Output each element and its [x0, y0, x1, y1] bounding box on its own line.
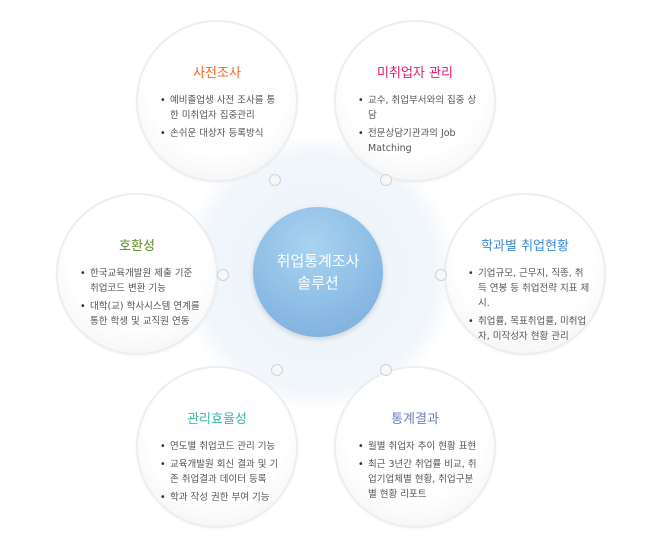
petal-unemployed-management: 미취업자 관리 교수, 취업부서와의 집중 상담전문상담기관과의 Job Mat…: [336, 22, 494, 180]
petal-department-employment: 학과별 취업현황 기업규모, 근무지, 직종, 취득 연봉 등 취업전략 지표 …: [446, 195, 604, 353]
petal-pre-survey: 사전조사 예비졸업생 사전 조사를 통한 미취업자 집중관리손쉬운 대상자 등록…: [138, 22, 296, 180]
list-item: 손쉬운 대상자 등록방식: [160, 126, 282, 141]
petal-statistics-results: 통계결과 월별 취업자 추이 현황 표현최근 3년간 취업률 비교, 취업기업체…: [336, 368, 494, 526]
list-item: 학과 작성 권한 부여 기능: [160, 490, 282, 505]
center-title-line2: 솔루션: [297, 274, 339, 292]
center-circle: 취업통계조사 솔루션: [253, 207, 383, 337]
list-item: 월별 취업자 추이 현황 표현: [358, 439, 480, 454]
petal-title: 통계결과: [391, 412, 439, 427]
connector-dot: [271, 364, 283, 376]
petal-title: 호환성: [119, 239, 155, 254]
connector-dot: [217, 269, 229, 281]
list-item: 한국교육개발원 제출 기준 취업코드 변환 기능: [80, 266, 202, 296]
petal-management-efficiency: 관리효율성 연도별 취업코드 관리 기능교육개발원 회신 결과 및 기존 취업결…: [138, 368, 296, 526]
list-item: 기업규모, 근무지, 직종, 취득 연봉 등 취업전략 지표 제시.: [468, 266, 590, 311]
list-item: 취업률, 목표취업률, 미취업자, 미작성자 현황 관리: [468, 314, 590, 344]
center-title-line1: 취업통계조사: [276, 252, 360, 270]
list-item: 교수, 취업부서와의 집중 상담: [358, 93, 480, 123]
list-item: 전문상담기관과의 Job Matching: [358, 126, 480, 156]
petal-title: 사전조사: [193, 66, 241, 81]
connector-dot: [269, 174, 281, 186]
petal-title: 학과별 취업현황: [481, 239, 569, 254]
list-item: 교육개발원 회신 결과 및 기존 취업결과 데이터 등록: [160, 457, 282, 487]
petal-compatibility: 호환성 한국교육개발원 제출 기준 취업코드 변환 기능대학(교) 학사시스템 …: [58, 195, 216, 353]
connector-dot: [380, 174, 392, 186]
petal-title: 미취업자 관리: [377, 66, 453, 81]
list-item: 대학(교) 학사시스템 연계를 통한 학생 및 교직원 연동: [80, 299, 202, 329]
connector-dot: [435, 269, 447, 281]
list-item: 예비졸업생 사전 조사를 통한 미취업자 집중관리: [160, 93, 282, 123]
list-item: 최근 3년간 취업률 비교, 취업기업체별 현황, 취업구분별 현황 리포트: [358, 457, 480, 502]
list-item: 연도별 취업코드 관리 기능: [160, 439, 282, 454]
connector-dot: [380, 364, 392, 376]
petal-title: 관리효율성: [187, 412, 247, 427]
